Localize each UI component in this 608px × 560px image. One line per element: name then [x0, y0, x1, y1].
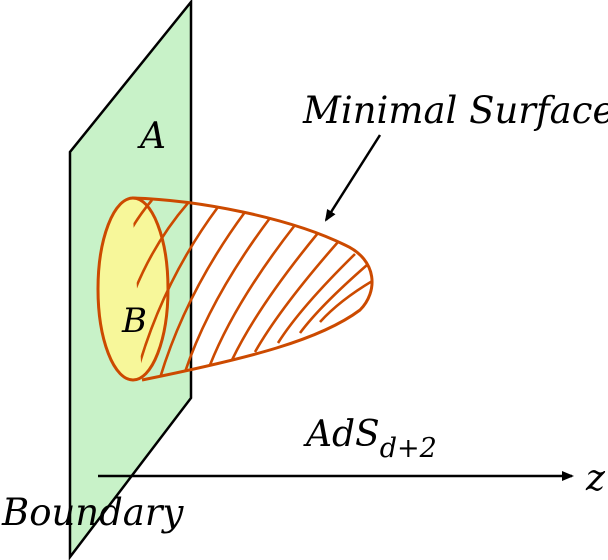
- minimal-surface-hatching: [132, 199, 373, 380]
- z-axis-label: z: [585, 458, 606, 499]
- region-b-label: B: [121, 301, 147, 341]
- minimal-surface-pointer-arrow: [324, 134, 382, 222]
- hatch-line: [298, 264, 368, 334]
- ads-label-subscript: d+2: [380, 433, 437, 464]
- hatch-line: [132, 202, 189, 371]
- hatch-line: [253, 241, 339, 353]
- ads-label: AdSd+2: [303, 414, 437, 464]
- hatch-line: [276, 253, 356, 344]
- region-b-disk: [96, 196, 170, 382]
- minimal-surface-label: Minimal Surface: [302, 89, 608, 132]
- hatch-line: [208, 224, 297, 366]
- region-a-label: A: [137, 116, 166, 157]
- minimal-surface-outline: [131, 196, 374, 382]
- hatch-line: [319, 278, 373, 323]
- hatch-line: [158, 211, 247, 379]
- hatch-line: [132, 199, 153, 331]
- boundary-label: Boundary: [1, 491, 185, 534]
- hatch-line: [183, 217, 272, 373]
- ads-label-main: AdS: [303, 414, 380, 455]
- hatch-line: [230, 232, 320, 361]
- hatch-line: [133, 206, 220, 380]
